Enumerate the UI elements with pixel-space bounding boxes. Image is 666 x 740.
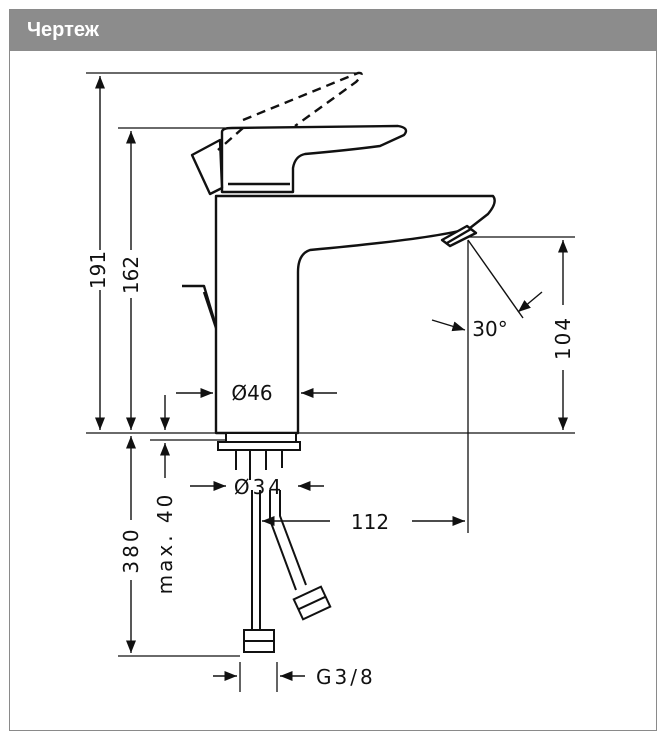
hose-right	[269, 490, 307, 591]
panel-title: Чертеж	[27, 19, 99, 41]
dim-shank-diameter: Ø34	[234, 475, 284, 499]
mounting-parts	[217, 432, 301, 480]
supply-hoses	[243, 490, 332, 653]
panel-header: Чертеж	[10, 10, 656, 51]
dim-projection: 112	[351, 510, 389, 534]
dimension-lines	[94, 76, 569, 682]
dim-spout-angle: 30°	[472, 317, 507, 341]
dim-base-diameter: Ø46	[231, 381, 272, 405]
faucet-outline	[182, 124, 496, 435]
dim-height-body: 162	[119, 256, 143, 294]
extension-lines	[86, 72, 575, 692]
lever-raised-position	[217, 71, 363, 151]
lever-handle	[220, 124, 408, 194]
faucet-body	[214, 194, 496, 435]
dim-hose-length: 380	[119, 526, 143, 573]
hose-left	[251, 490, 261, 630]
dim-spout-height: 104	[551, 316, 575, 360]
base-plate	[225, 432, 297, 443]
handle-cap	[190, 138, 224, 196]
dim-max-thickness: max. 40	[153, 492, 177, 595]
mounting-washer	[217, 441, 301, 451]
dim-thread: G3/8	[316, 665, 376, 689]
dim-height-total: 191	[86, 251, 110, 289]
